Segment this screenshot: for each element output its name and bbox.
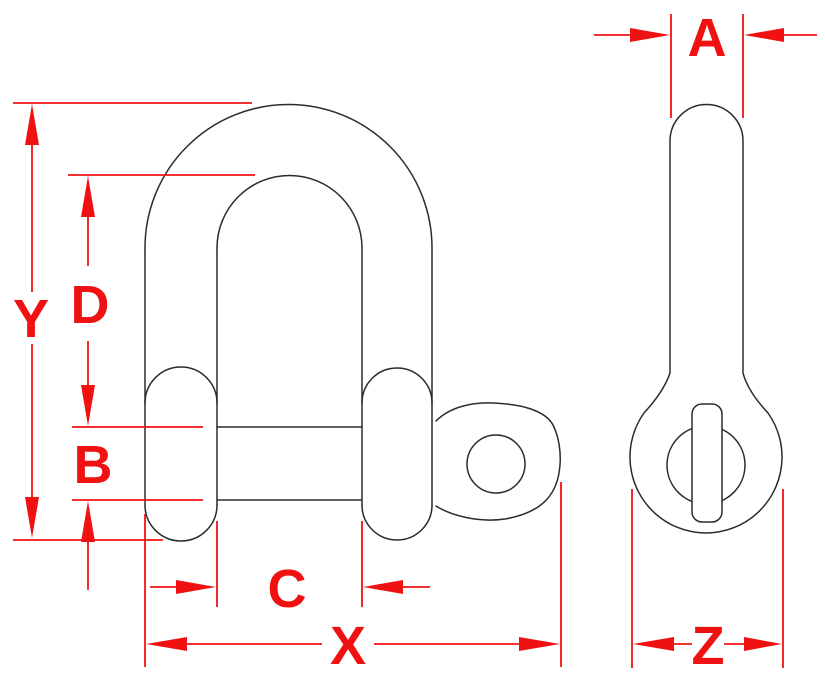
dim-B-arrow-up (81, 501, 95, 542)
dimension-A: A (594, 8, 817, 118)
pin-head-outline (435, 402, 561, 521)
right-ear-top-arc (361, 367, 433, 404)
dim-C-arrow-right (363, 580, 403, 594)
right-ear-bottom-arc (361, 504, 433, 541)
dimension-Z: Z (631, 489, 784, 676)
dim-D-label: D (71, 275, 110, 335)
dimension-D: D (68, 174, 255, 426)
dimension-X: X (144, 482, 562, 676)
dim-X-arrow-left (146, 637, 187, 651)
front-view (144, 103, 561, 542)
dimension-B: B (72, 426, 203, 590)
side-pin-slot-bar (691, 403, 723, 523)
dim-X-arrow-right (519, 637, 560, 651)
dim-Z-label: Z (692, 616, 725, 676)
dim-A-arrow-right (744, 28, 784, 42)
dim-D-arrow-down (81, 385, 95, 426)
dim-A-arrow-left (630, 28, 670, 42)
dim-Z-arrow-right (744, 637, 782, 651)
pin-head-hole (466, 434, 526, 494)
dimension-Y: Y (13, 102, 252, 541)
dim-Z-arrow-left (633, 637, 674, 651)
dim-Y-arrow-up (25, 104, 39, 145)
dimension-C: C (150, 521, 430, 619)
dim-Y-label: Y (13, 289, 49, 349)
dim-C-label: C (268, 559, 307, 619)
dim-A-label: A (688, 8, 727, 68)
dim-D-arrow-up (81, 176, 95, 217)
bow-outer-arc (144, 103, 433, 249)
dim-B-label: B (74, 435, 113, 495)
left-ear-top-arc (144, 366, 218, 404)
bow-inner-arc (216, 174, 363, 249)
side-profile-outline (629, 103, 783, 534)
left-ear-bottom-arc (144, 504, 218, 542)
dim-C-arrow-left (176, 580, 216, 594)
side-view (629, 103, 783, 534)
dim-X-label: X (330, 616, 366, 676)
dim-Y-arrow-down (25, 497, 39, 538)
